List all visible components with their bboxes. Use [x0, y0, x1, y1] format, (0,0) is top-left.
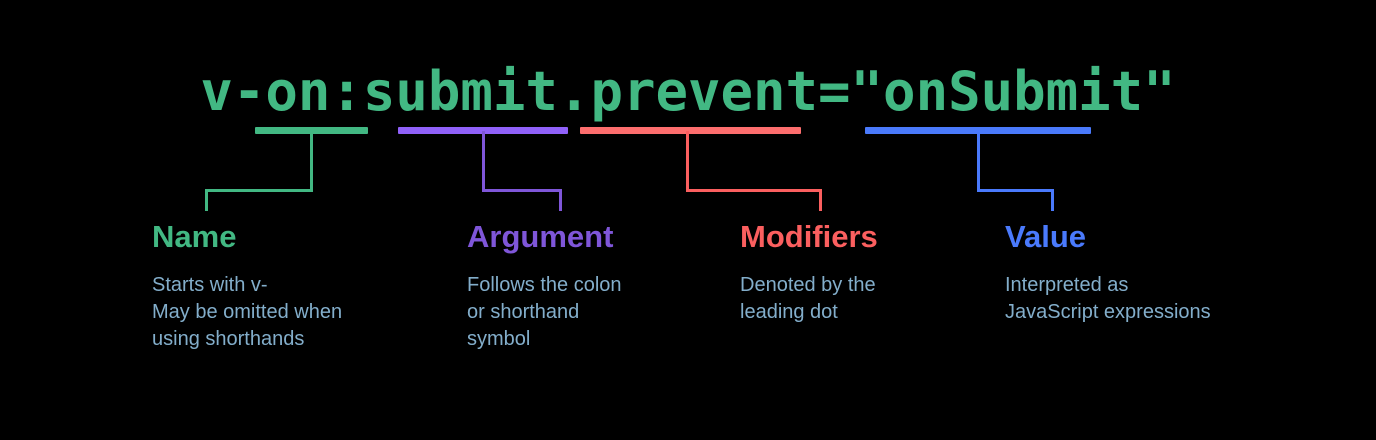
underline-bar-name [255, 127, 368, 134]
legend-description-argument: Follows the colon or shorthand symbol [467, 274, 622, 350]
underline-bar-argument [398, 127, 568, 134]
legend-description-value: Interpreted as JavaScript expressions [1005, 274, 1211, 323]
legend-description-name: Starts with v- May be omitted when using… [152, 274, 343, 350]
legend-column-value: Value Interpreted as JavaScript expressi… [1005, 218, 1315, 326]
connector-modifiers [686, 131, 822, 211]
connector-name [205, 131, 313, 211]
legend-description-modifiers: Denoted by the leading dot [740, 274, 876, 323]
legend-column-argument: Argument Follows the colon or shorthand … [467, 218, 717, 353]
legend-title-value: Value [1005, 219, 1086, 254]
legend-title-modifiers: Modifiers [740, 219, 878, 254]
connector-value [977, 131, 1054, 211]
underline-bar-value [865, 127, 1091, 134]
legend-column-name: Name Starts with v- May be omitted when … [152, 218, 452, 353]
legend-column-modifiers: Modifiers Denoted by the leading dot [740, 218, 980, 326]
connector-argument [482, 131, 562, 211]
legend-title-name: Name [152, 219, 237, 254]
legend-title-argument: Argument [467, 219, 614, 254]
code-expression: v-on:submit.prevent="onSubmit" [200, 60, 1176, 123]
underline-bar-modifiers [580, 127, 801, 134]
